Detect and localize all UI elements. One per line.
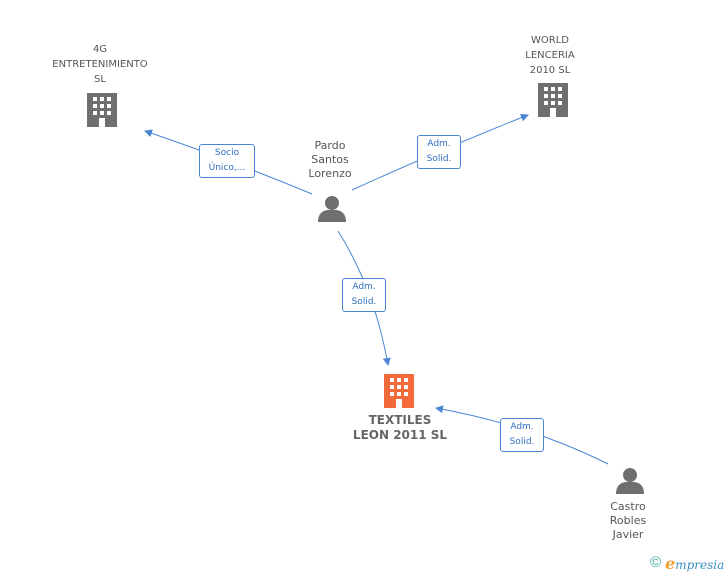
company-label-4g-entretenimiento[interactable]: 4G ENTRETENIMIENTO SL [52,44,148,85]
building-icon[interactable] [87,93,117,127]
edge-label-adm-solid[interactable]: Adm. Solid. [500,418,544,452]
person-label-castro-robles-javier[interactable]: Castro Robles Javier [609,500,647,541]
brand-logo[interactable]: empresia [665,553,725,573]
main-company-building-icon[interactable] [384,374,414,408]
person-icon[interactable] [318,196,346,222]
company-label-world-lenceria[interactable]: WORLD LENCERIA 2010 SL [525,35,575,76]
footer-brand: © empresia [650,553,725,573]
company-label-textiles-leon[interactable]: TEXTILES LEON 2011 SL [352,413,448,442]
building-icon[interactable] [538,83,568,117]
person-label-pardo-santos-lorenzo[interactable]: Pardo Santos Lorenzo [308,139,352,180]
edge-label-adm-solid[interactable]: Adm. Solid. [342,278,386,312]
person-icon[interactable] [616,468,644,494]
edge-label-socio-unico[interactable]: Socio Único,... [199,144,255,178]
copyright-icon: © [650,554,662,571]
edge-label-adm-solid[interactable]: Adm. Solid. [417,135,461,169]
